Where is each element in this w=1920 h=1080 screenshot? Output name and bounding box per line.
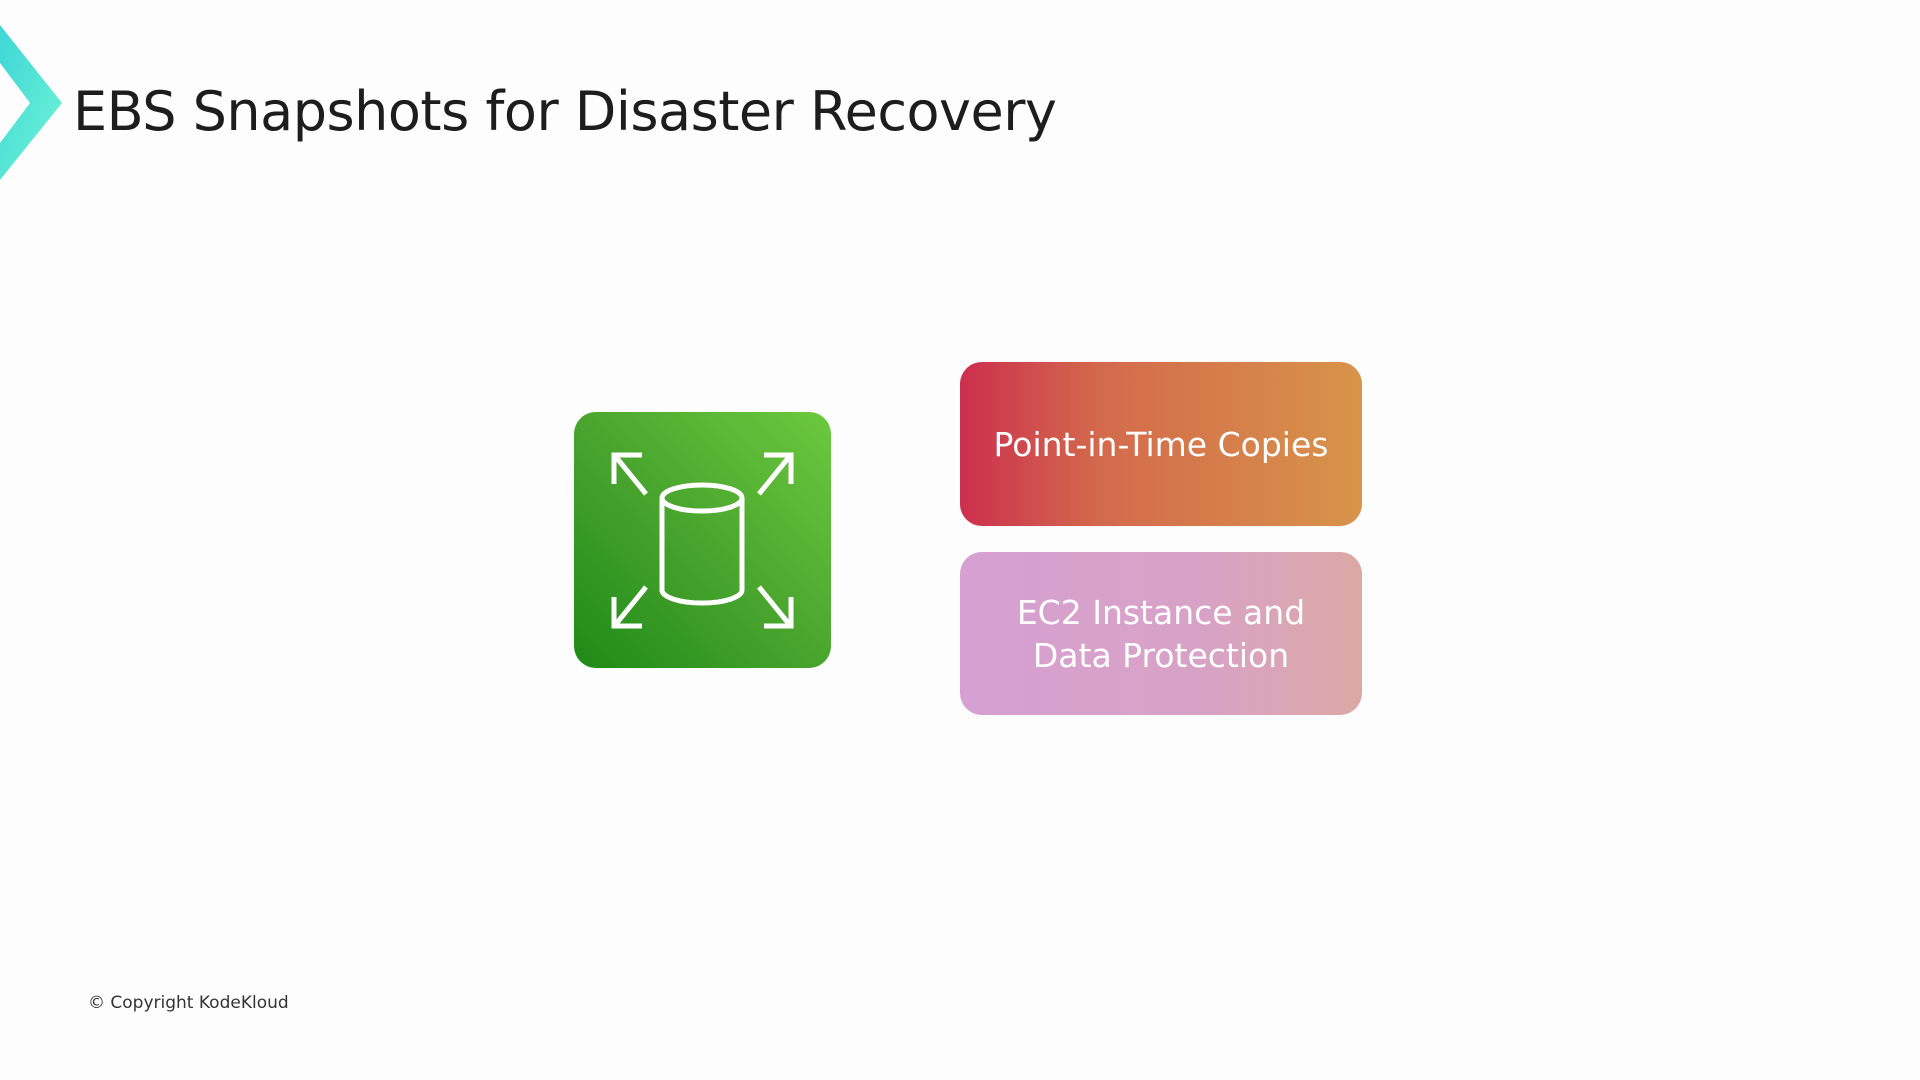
page-title: EBS Snapshots for Disaster Recovery	[73, 80, 1057, 143]
arrow-up-right-icon	[757, 452, 794, 496]
ebs-volume-icon	[574, 412, 831, 668]
card-label: Point-in-Time Copies	[993, 424, 1329, 464]
ec2-data-protection-card: EC2 Instance and Data Protection	[960, 552, 1362, 715]
arrow-down-right-icon	[757, 585, 794, 629]
copyright-notice: © Copyright KodeKloud	[88, 993, 289, 1013]
arrow-up-left-icon	[611, 452, 648, 496]
point-in-time-copies-card: Point-in-Time Copies	[960, 362, 1362, 526]
cylinder-icon	[659, 482, 745, 606]
kodekloud-chevron-logo	[0, 25, 62, 180]
card-label-line1: EC2 Instance and	[1016, 592, 1306, 632]
card-label-line2: Data Protection	[1032, 635, 1290, 675]
arrow-down-left-icon	[611, 585, 648, 629]
